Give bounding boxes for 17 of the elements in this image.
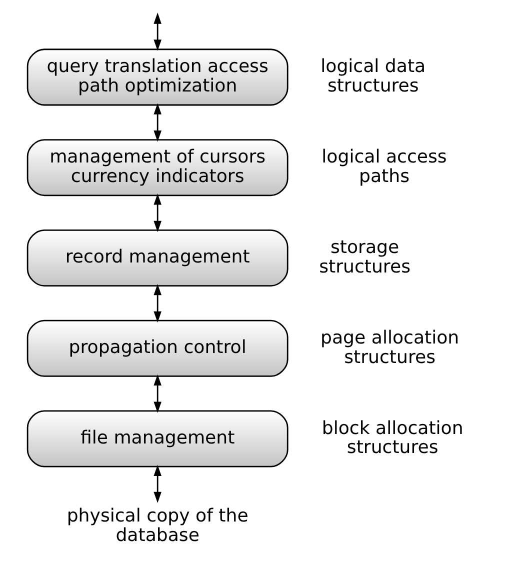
arrow: [154, 464, 162, 503]
arrow: [154, 103, 162, 142]
node-label: block allocation structures: [322, 418, 464, 458]
arrow: [154, 12, 162, 51]
node-box: query translation access path optimization: [26, 48, 288, 106]
arrow: [154, 194, 162, 232]
node-box: propagation control: [26, 320, 288, 377]
node-label: logical data structures: [320, 56, 426, 97]
node-box: record management: [26, 229, 288, 286]
node-label: page allocation structures: [320, 327, 460, 368]
node-box: management of cursors currency indicators: [26, 139, 288, 196]
node-label: storage structures: [319, 236, 410, 278]
arrow: [154, 284, 162, 322]
node-text: physical copy of the database: [66, 505, 248, 546]
arrow: [154, 374, 162, 413]
node-box: file management: [26, 410, 288, 468]
node-label: logical access paths: [322, 146, 447, 188]
